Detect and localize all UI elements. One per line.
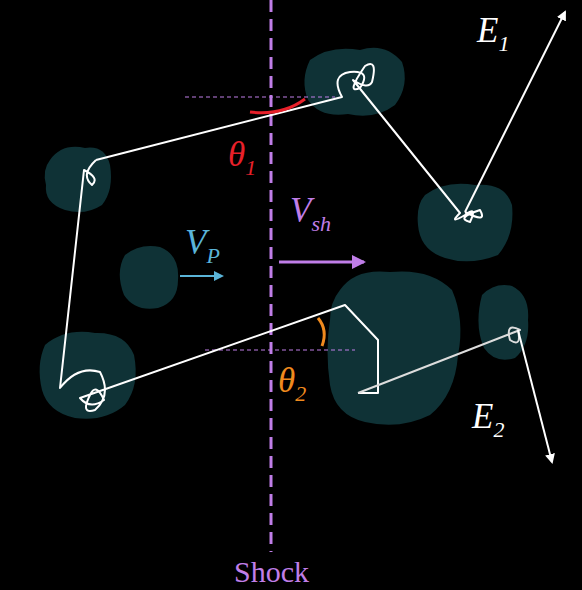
reference-line (185, 97, 335, 98)
velocity-label: VP (183, 224, 222, 268)
energy-label: E2 (470, 398, 506, 442)
angle-arc (318, 318, 324, 346)
angle-label: θ1 (226, 136, 258, 180)
angle-arc (250, 99, 305, 113)
clouds (40, 48, 529, 425)
angle-label: θ2 (276, 362, 308, 406)
reference-line (205, 350, 355, 351)
energy-label: E1 (475, 12, 511, 56)
velocity-arrow (180, 275, 222, 277)
particle-path (60, 12, 565, 462)
shock-label: Shock (232, 555, 311, 588)
shock-front (270, 0, 273, 552)
velocity-arrow (279, 261, 364, 264)
velocity-label: Vsh (288, 192, 333, 236)
